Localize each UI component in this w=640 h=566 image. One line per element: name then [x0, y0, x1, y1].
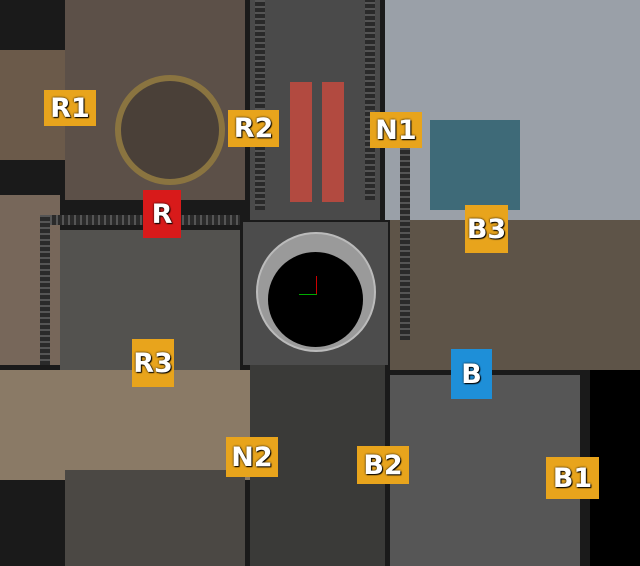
pipe	[365, 0, 375, 200]
zone-label-r1: R1	[44, 90, 96, 126]
zone-label-n2: N2	[226, 437, 278, 477]
origin-axis-green	[299, 294, 317, 295]
pipe	[40, 215, 240, 225]
red-tank	[290, 82, 312, 202]
pipe	[40, 215, 50, 365]
origin-axis-red	[316, 276, 317, 294]
southwest-stairs	[65, 470, 245, 566]
zone-label-r2: R2	[228, 110, 279, 147]
zone-label-b2: B2	[357, 446, 409, 484]
zone-label-r3: R3	[132, 339, 174, 387]
zone-label-b3: B3	[465, 205, 508, 253]
red-tank	[322, 82, 344, 202]
zone-label-b: B	[451, 349, 492, 399]
hub-shaft-hole	[268, 252, 363, 347]
pipe	[255, 0, 265, 210]
rock-terrain-southwest	[0, 370, 250, 480]
east-cavern	[390, 220, 640, 370]
control-room	[430, 120, 520, 210]
pipe	[400, 140, 410, 340]
rotor-ring	[115, 75, 225, 185]
zone-label-b1: B1	[546, 457, 599, 499]
zone-label-n1: N1	[370, 112, 422, 148]
zone-label-r: R	[143, 190, 181, 238]
